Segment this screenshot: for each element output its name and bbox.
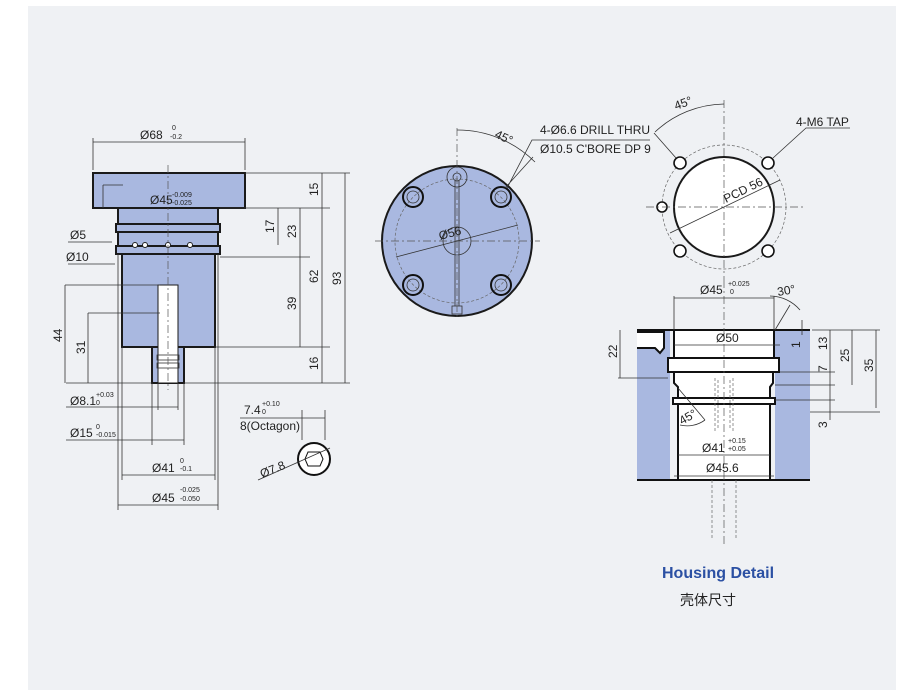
dim-39: 39 xyxy=(285,296,299,310)
dim-13: 13 xyxy=(816,336,830,350)
tol: 0 xyxy=(96,400,100,407)
dim-d45-inner: Ø45 xyxy=(150,193,173,207)
dim-d41: Ø41 xyxy=(702,441,725,455)
angle-45: 45° xyxy=(672,93,694,112)
dim-62: 62 xyxy=(307,269,321,283)
dim-23: 23 xyxy=(285,224,299,238)
angle-30: 30° xyxy=(776,282,797,299)
tol: -0.2 xyxy=(170,134,182,141)
dim-44: 44 xyxy=(51,328,65,342)
dim-31: 31 xyxy=(74,340,88,354)
tol: 0 xyxy=(262,409,266,416)
dim-35: 35 xyxy=(862,358,876,372)
octagon-detail: 7.4 +0.10 0 8(Octagon) Ø7.8 xyxy=(240,401,331,481)
tol: -0.1 xyxy=(180,466,192,473)
dim-d45-6: Ø45.6 xyxy=(706,461,739,475)
dim-d8-1: Ø8.1 xyxy=(70,394,96,408)
note-drill: 4-Ø6.6 DRILL THRU xyxy=(540,123,650,137)
dim-16: 16 xyxy=(307,356,321,370)
tol: -0.009 xyxy=(172,192,192,199)
tol: -0.025 xyxy=(172,200,192,207)
tol: +0.15 xyxy=(728,438,746,445)
tol: 0 xyxy=(730,289,734,296)
octagon-dia: Ø7.8 xyxy=(258,458,288,481)
dim-d10: Ø10 xyxy=(66,250,89,264)
tol: -0.015 xyxy=(96,432,116,439)
dim-d45: Ø45 xyxy=(700,283,723,297)
dim-15: 15 xyxy=(307,182,321,196)
caption-title: Housing Detail xyxy=(662,565,775,582)
tol: +0.03 xyxy=(96,392,114,399)
octagon-size: 7.4 xyxy=(244,403,261,417)
tol: +0.10 xyxy=(262,401,280,408)
top-view: Ø56 45° 4-Ø6.6 DRILL THRU Ø10.5 C'BORE D… xyxy=(375,123,651,320)
dim-d41: Ø41 xyxy=(152,461,175,475)
dim-d15: Ø15 xyxy=(70,426,93,440)
tol: 0 xyxy=(180,458,184,465)
side-view: Ø68 0 -0.2 Ø45 -0.009 -0.025 15 17 23 62… xyxy=(51,125,350,510)
flange xyxy=(92,172,246,209)
dim-3: 3 xyxy=(816,421,830,428)
dim-17: 17 xyxy=(263,219,277,233)
dim-d56: Ø56 xyxy=(437,223,463,242)
note-cbore: Ø10.5 C'BORE DP 9 xyxy=(540,142,651,156)
tap-note: 4-M6 TAP xyxy=(796,115,849,129)
tol: +0.025 xyxy=(728,281,750,288)
dim-22: 22 xyxy=(606,344,620,358)
housing-section: Ø45 +0.025 0 30° Ø50 22 1 13 7 25 35 3 4… xyxy=(606,280,880,545)
dim-d45-outer: Ø45 xyxy=(152,491,175,505)
dim-d68: Ø68 xyxy=(140,128,163,142)
dim-d5: Ø5 xyxy=(70,228,86,242)
dim-7: 7 xyxy=(816,365,830,372)
dim-1: 1 xyxy=(789,341,803,348)
dim-93: 93 xyxy=(330,271,344,285)
octagon-label: 8(Octagon) xyxy=(240,419,300,433)
dim-d50: Ø50 xyxy=(716,331,739,345)
tol: -0.050 xyxy=(180,496,200,503)
tol: +0.05 xyxy=(728,446,746,453)
dim-25: 25 xyxy=(838,348,852,362)
caption-subtitle: 壳体尺寸 xyxy=(680,593,736,609)
tol: -0.025 xyxy=(180,487,200,494)
tol: 0 xyxy=(96,424,100,431)
tol: 0 xyxy=(172,125,176,132)
housing-top-view: PCD 56 45° 4-M6 TAP xyxy=(646,93,850,280)
